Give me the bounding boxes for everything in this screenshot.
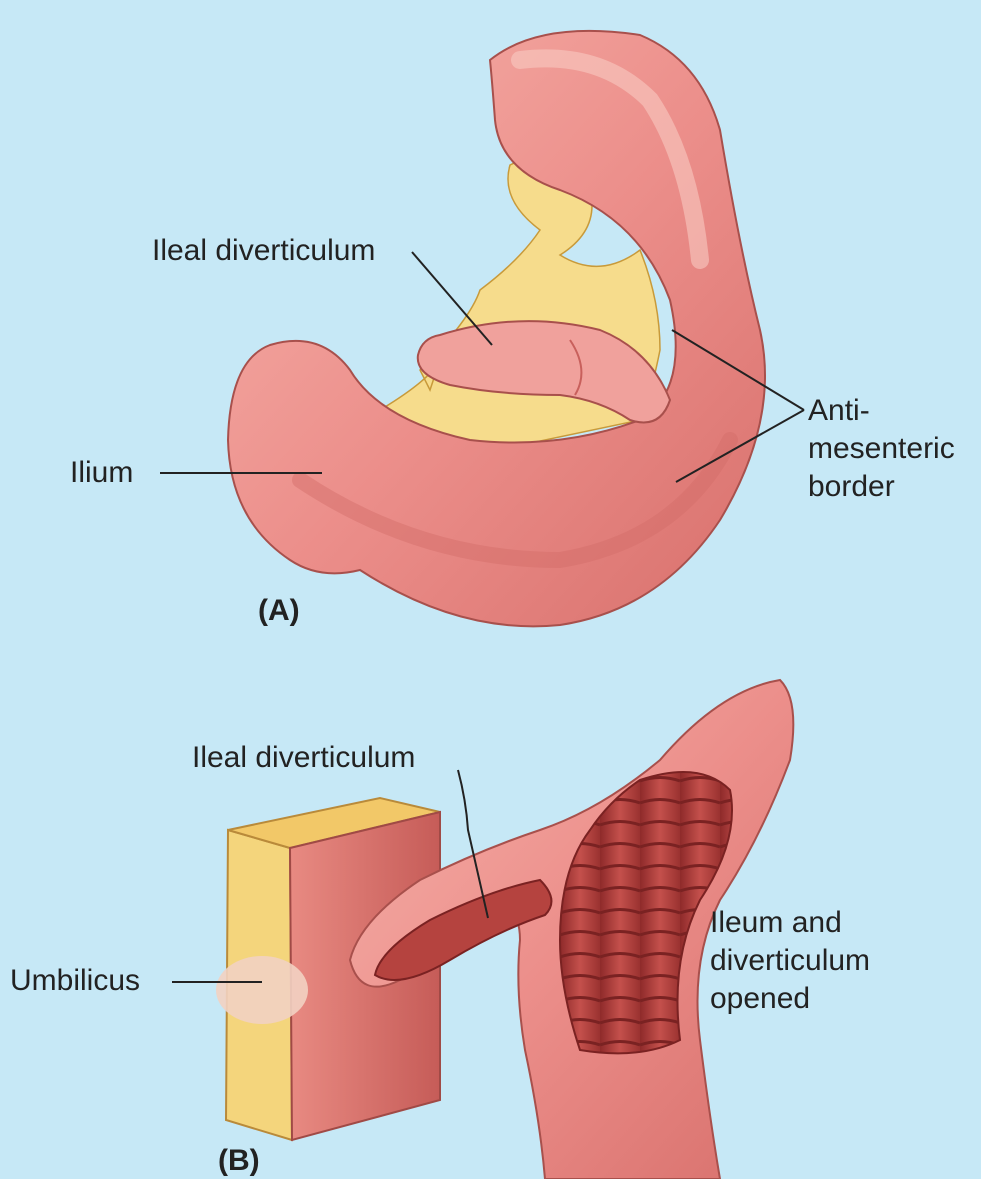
panel-b-opened-label-2: diverticulum [710, 944, 870, 977]
panel-a-antimesenteric-label-2: mesenteric [808, 432, 955, 465]
panel-a-ilium-label: Ilium [70, 456, 133, 489]
panel-a-ileal-diverticulum-label: Ileal diverticulum [152, 234, 375, 267]
panel-a-label: (A) [258, 594, 300, 627]
panel-a-antimesenteric-label-3: border [808, 470, 895, 503]
panel-b-umbilicus-label: Umbilicus [10, 964, 140, 997]
panel-b-opened-label-3: opened [710, 982, 810, 1015]
panel-a-antimesenteric-label-1: Anti- [808, 394, 870, 427]
panel-b-ileal-diverticulum-label: Ileal diverticulum [192, 741, 415, 774]
umbilicus-opening [216, 956, 308, 1024]
panel-b-opened-label-1: Ileum and [710, 906, 842, 939]
panel-b-label: (B) [218, 1144, 260, 1177]
